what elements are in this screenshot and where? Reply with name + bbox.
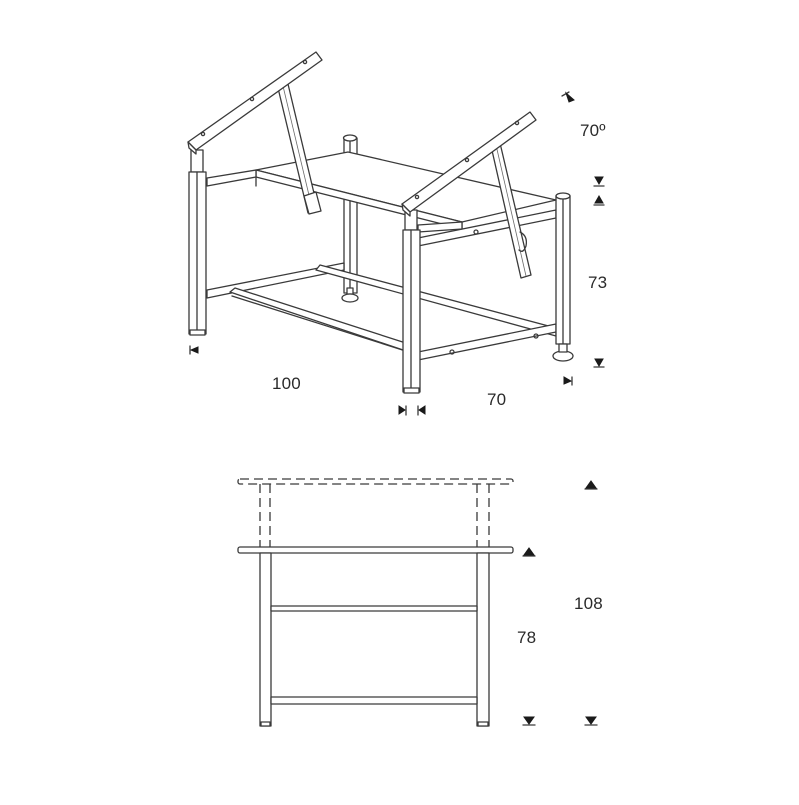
front-elevation (237, 478, 598, 727)
front-right-leg (402, 209, 421, 394)
raised-top-dashed (237, 478, 514, 548)
lowered-top (237, 546, 514, 554)
lower-stretchers (206, 262, 557, 361)
left-gas-strut (277, 83, 322, 215)
iso-dimension-markers (189, 91, 605, 416)
front-left-leg (188, 149, 207, 336)
height-label: 73 (588, 273, 608, 292)
isometric-view (187, 51, 605, 416)
tilt-angle-label: 70º (580, 121, 606, 140)
elevation-legs (259, 552, 490, 727)
elevation-dimension-markers (522, 480, 598, 726)
lowered-height-label: 78 (517, 628, 537, 647)
back-right-leg (552, 192, 574, 362)
bottom-stretcher (270, 696, 478, 705)
raised-height-label: 108 (574, 594, 603, 613)
depth-label: 70 (487, 390, 507, 409)
left-tilt-rail (187, 51, 323, 155)
right-tilt-rail (401, 111, 537, 217)
mid-stretcher (270, 605, 478, 612)
width-label: 100 (272, 374, 301, 393)
